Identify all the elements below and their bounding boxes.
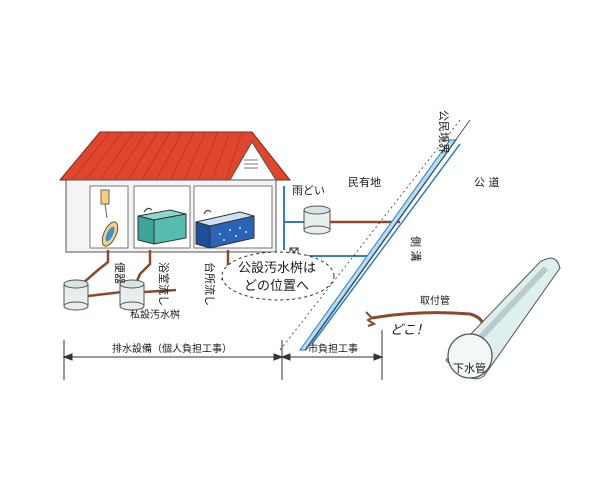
sewer-main [445, 257, 561, 380]
label-private-basin: 私設汚水桝 [130, 308, 180, 321]
label-city-work: 市負担工事 [308, 342, 358, 355]
road [279, 119, 471, 351]
question-line-1: 公設汚水桝は [238, 260, 316, 276]
roof-ridges [71, 131, 243, 181]
kitchen-counter [195, 209, 255, 249]
private-basin-1 [63, 279, 89, 311]
bathtub [137, 207, 187, 245]
label-side-ditch: 側 溝 [409, 236, 422, 262]
pipe-break [365, 311, 377, 327]
label-private-work: 排水設備（個人負担工事） [112, 342, 232, 355]
label-toilet: 便器 [113, 262, 126, 284]
label-private-land: 民有地 [348, 175, 381, 189]
toilet-fixture [100, 189, 119, 247]
dimension-lines [62, 330, 384, 380]
label-rain-gutter: 雨どい [292, 184, 325, 197]
question-line-2: どの位置へ [244, 279, 309, 294]
label-public-road: 公 道 [474, 175, 500, 189]
gable-vent [244, 159, 258, 169]
label-bath-drain: 浴室流し [157, 262, 171, 306]
label-kitchen-sink: 台所流し [203, 262, 217, 306]
private-basin-2 [119, 279, 145, 311]
label-where: どこ！ [390, 323, 429, 338]
label-connection-pipe: 取付管 [420, 294, 450, 307]
rain-basin [303, 205, 331, 235]
question-bubble [221, 251, 335, 301]
label-sewer-main: 下水管 [453, 361, 486, 375]
label-public-boundary: 公民境界 [437, 110, 451, 154]
